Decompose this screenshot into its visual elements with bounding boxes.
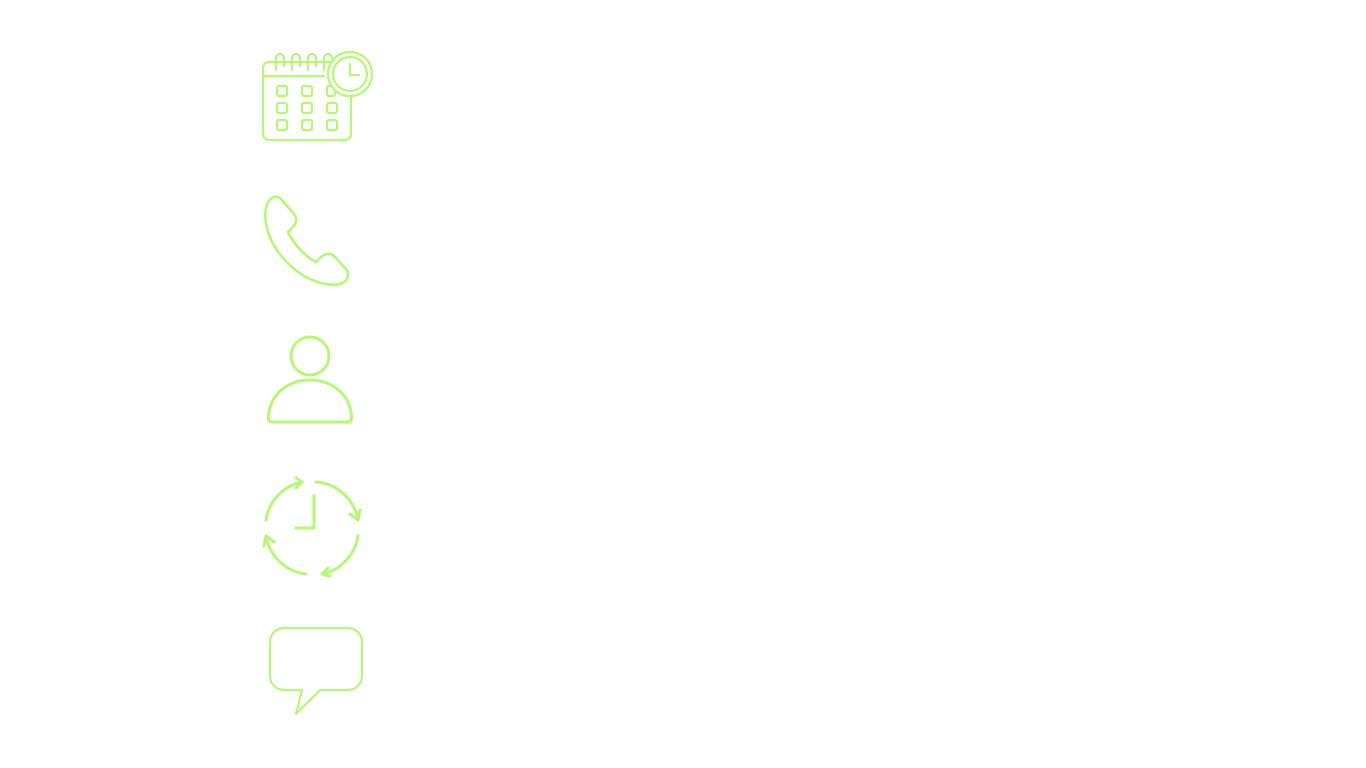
phone-icon [262,194,352,287]
chat-bubble-icon [268,626,368,720]
calendar-clock-icon [261,50,374,144]
clock-refresh-icon [262,476,362,578]
user-icon [266,334,356,428]
